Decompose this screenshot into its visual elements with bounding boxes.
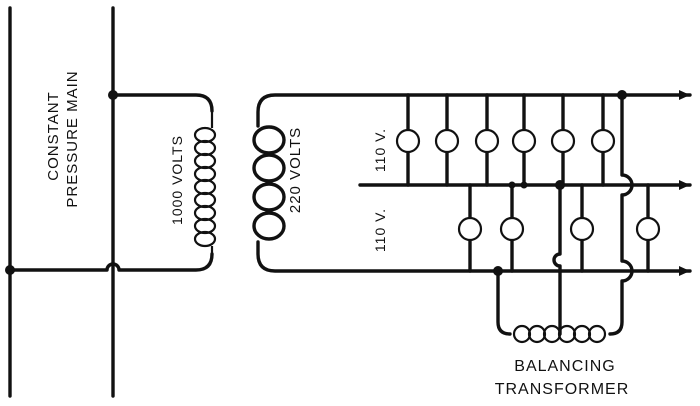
- outer-line-upper: [256, 93, 692, 128]
- constant-pressure-main: [8, 6, 115, 398]
- primary-winding: [193, 111, 217, 254]
- balancing-lead-lower: [496, 269, 512, 336]
- junction-dot: [493, 266, 503, 276]
- upper-lamp-bank: [395, 93, 616, 187]
- junction-dot: [108, 90, 118, 100]
- primary-top-lead: [111, 93, 214, 113]
- lamp: [395, 128, 421, 154]
- primary-bottom-lead: [8, 252, 214, 272]
- lamp: [511, 128, 537, 154]
- balancing-tap-neutral: [552, 183, 562, 336]
- junction-dot: [508, 181, 516, 189]
- outer-line-lower: [256, 240, 692, 273]
- secondary-winding: [252, 125, 286, 241]
- balancing-label-line1: BALANCING: [514, 358, 615, 375]
- secondary-circuit: [252, 90, 692, 276]
- arrow-lower: [679, 266, 690, 276]
- labels: CONSTANT PRESSURE MAIN 1000 VOLTS 220 VO…: [45, 70, 630, 398]
- lamp: [550, 128, 576, 154]
- lamp: [569, 216, 595, 242]
- lamp: [635, 216, 661, 242]
- balancing-lead-upper: [608, 93, 634, 336]
- lamp: [434, 128, 460, 154]
- junction-dot: [5, 265, 15, 275]
- junction-dot: [520, 181, 528, 189]
- junction-dot: [617, 90, 627, 100]
- arrow-neutral: [679, 180, 690, 190]
- primary-circuit: [5, 90, 217, 275]
- upper-voltage-label: 110 V.: [372, 128, 388, 172]
- main-label-line2: PRESSURE MAIN: [64, 70, 81, 207]
- balancing-transformer-winding: [512, 324, 607, 344]
- lamp: [474, 128, 500, 154]
- balancing-label-line2: TRANSFORMER: [495, 381, 630, 398]
- junction-dot: [555, 180, 565, 190]
- lower-lamp-bank: [457, 181, 661, 273]
- arrow-upper: [679, 90, 690, 100]
- primary-voltage-label: 1000 VOLTS: [169, 135, 185, 225]
- lamp: [499, 216, 525, 242]
- secondary-voltage-label: 220 VOLTS: [287, 127, 304, 213]
- lamp: [457, 216, 483, 242]
- main-label-line1: CONSTANT: [45, 91, 62, 180]
- lower-voltage-label: 110 V.: [372, 208, 388, 252]
- lamp: [590, 128, 616, 154]
